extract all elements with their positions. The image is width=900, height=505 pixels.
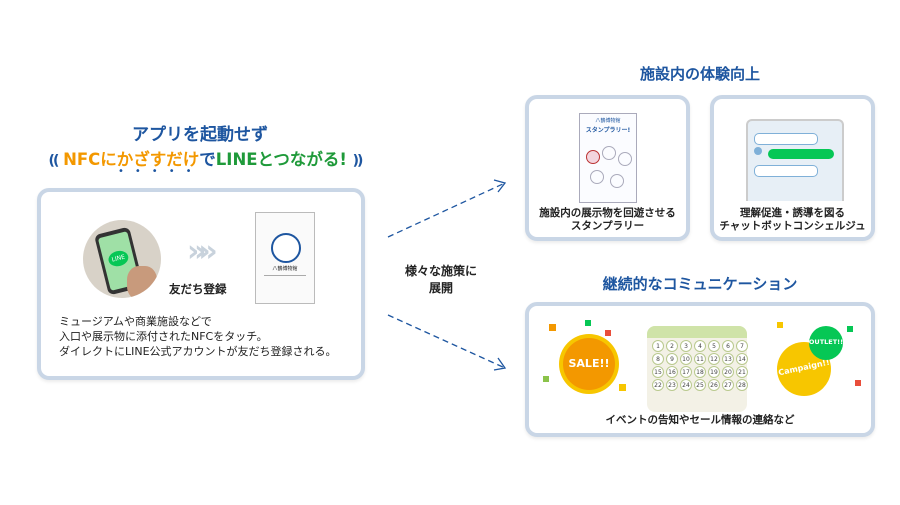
chatbot-card: 理解促進・誘導を図る チャットボットコンシェルジュ <box>710 95 875 241</box>
calendar-day: 8 <box>652 353 664 365</box>
calendar-day: 13 <box>722 353 734 365</box>
calendar-day: 26 <box>708 379 720 391</box>
desc-line3: ダイレクトにLINE公式アカウントが友だち登録される。 <box>59 345 337 358</box>
hand-shape <box>127 266 157 298</box>
calendar-header <box>647 326 747 338</box>
calendar-day: 4 <box>694 340 706 352</box>
left-title-line2: (( NFCにかざすだけでLINEとつながる! )) <box>30 146 380 170</box>
phone-photo: LINE <box>83 220 161 298</box>
calendar-day: 22 <box>652 379 664 391</box>
chatbot-caption: 理解促進・誘導を図る チャットボットコンシェルジュ <box>714 207 871 233</box>
chat-bubble-3 <box>754 165 818 177</box>
nfc-wave-left-icon: (( <box>48 153 60 169</box>
calendar-day: 3 <box>680 340 692 352</box>
upper-arrow-head <box>493 179 507 193</box>
calendar-day: 12 <box>708 353 720 365</box>
calendar-day: 18 <box>694 366 706 378</box>
calendar-day: 2 <box>666 340 678 352</box>
calendar-day: 9 <box>666 353 678 365</box>
calendar-day: 23 <box>666 379 678 391</box>
middle-label: 様々な施策に 展開 <box>398 263 484 297</box>
line-account-screen: 八鶴博物館 <box>255 212 315 304</box>
title-nfc-text: NFCにかざすだけ <box>63 150 200 169</box>
outlet-text: OUTLET!! <box>808 338 844 346</box>
communication-caption: イベントの告知やセール情報の連絡など <box>605 414 795 426</box>
chevron-arrows-icon: »» <box>187 234 218 269</box>
lower-arrow-line <box>387 314 506 369</box>
confetti-5 <box>619 384 626 391</box>
confetti-1 <box>549 324 556 331</box>
calendar-day: 20 <box>722 366 734 378</box>
friend-register-label: 友だち登録 <box>169 282 227 296</box>
middle-label-line2: 展開 <box>428 281 453 295</box>
calendar-day: 14 <box>736 353 748 365</box>
stamp-circle-2 <box>602 146 616 160</box>
account-name: 八鶴博物館 <box>272 266 298 272</box>
upper-arrow-line <box>387 182 506 238</box>
stamp-circle-4 <box>590 170 604 184</box>
title-line-text: LINEとつながる! <box>215 150 347 169</box>
calendar-day: 17 <box>680 366 692 378</box>
calendar-day: 6 <box>722 340 734 352</box>
stamp-rally-caption: 施設内の展示物を回遊させる スタンプラリー <box>529 207 686 233</box>
account-avatar <box>271 233 301 263</box>
calendar-day: 21 <box>736 366 748 378</box>
stamp-circle-3 <box>618 152 632 166</box>
bottom-right-heading: 継続的なコミュニケーション <box>602 275 798 293</box>
calendar-day: 16 <box>666 366 678 378</box>
left-title-line1: アプリを起動せず <box>132 125 268 145</box>
calendar-day: 11 <box>694 353 706 365</box>
confetti-3 <box>605 330 611 336</box>
stamp-caption-line2: スタンプラリー <box>570 220 645 232</box>
sale-burst <box>563 338 615 390</box>
chatbot-caption-line1: 理解促進・誘導を図る <box>740 207 845 219</box>
calendar-day: 28 <box>736 379 748 391</box>
stamp-circle-1 <box>586 150 600 164</box>
left-description: ミュージアムや商業施設などで 入口や展示物に添付されたNFCをタッチ。 ダイレク… <box>59 314 337 359</box>
calendar-day: 25 <box>694 379 706 391</box>
stamp-screen-heading: スタンプラリー! <box>585 127 631 134</box>
top-right-heading: 施設内の体験向上 <box>639 65 760 83</box>
stamp-circle-5 <box>610 174 624 188</box>
confetti-2 <box>585 320 591 326</box>
stamp-screen-title: 八鶴博物館 <box>595 118 621 124</box>
calendar-day: 1 <box>652 340 664 352</box>
confetti-7 <box>847 326 853 332</box>
chat-avatar-1 <box>754 147 762 155</box>
chat-bubble-1 <box>754 133 818 145</box>
middle-label-line1: 様々な施策に <box>404 264 477 278</box>
confetti-6 <box>777 322 783 328</box>
chatbot-caption-line2: チャットボットコンシェルジュ <box>719 220 866 232</box>
left-card: LINE »» 友だち登録 八鶴博物館 ミュージアムや商業施設などで 入口や展示… <box>37 188 365 380</box>
lower-arrow-head <box>493 357 507 371</box>
chat-bubble-2 <box>768 149 834 159</box>
calendar-day: 24 <box>680 379 692 391</box>
emphasis-dots: ••••• <box>118 166 203 177</box>
outlet-burst <box>809 326 843 360</box>
calendar-day: 15 <box>652 366 664 378</box>
confetti-4 <box>543 376 549 382</box>
account-line <box>264 275 306 276</box>
calendar-day: 27 <box>722 379 734 391</box>
calendar-day: 7 <box>736 340 748 352</box>
calendar-day: 10 <box>680 353 692 365</box>
chatbot-screen <box>746 119 844 201</box>
desc-line2: 入口や展示物に添付されたNFCをタッチ。 <box>59 330 268 343</box>
sale-text: SALE!! <box>568 357 610 370</box>
stamp-rally-card: 八鶴博物館 スタンプラリー! 施設内の展示物を回遊させる スタンプラリー <box>525 95 690 241</box>
nfc-wave-right-icon: )) <box>352 153 364 169</box>
branch-arrows <box>387 179 507 371</box>
stamp-caption-line1: 施設内の展示物を回遊させる <box>539 207 676 219</box>
title-de-text: で <box>199 150 216 169</box>
line-logo-icon: LINE <box>106 248 130 269</box>
calendar-day: 5 <box>708 340 720 352</box>
stamp-rally-screen: 八鶴博物館 スタンプラリー! <box>579 113 637 203</box>
desc-line1: ミュージアムや商業施設などで <box>59 315 212 328</box>
confetti-8 <box>855 380 861 386</box>
calendar-day: 19 <box>708 366 720 378</box>
